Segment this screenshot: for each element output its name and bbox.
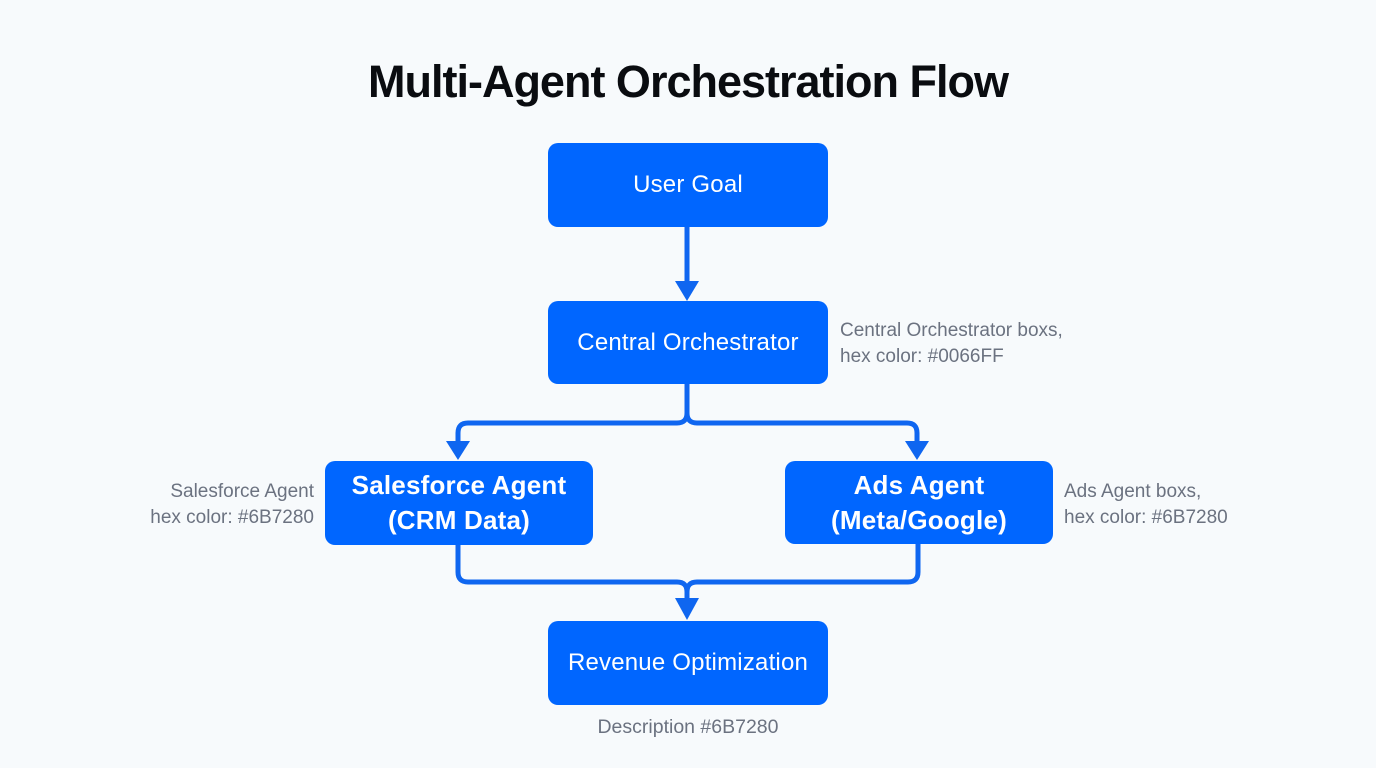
node-salesforce-agent-label-line1: Salesforce Agent [351, 470, 567, 500]
salesforce-agent-annotation-line1: Salesforce Agent [170, 481, 314, 502]
central-orchestrator-annotation-line2: hex color: #0066FF [840, 346, 1004, 367]
salesforce-agent-annotation: Salesforce Agent hex color: #6B7280 [150, 479, 314, 531]
merge-right-connector-line [684, 544, 921, 600]
central-orchestrator-annotation-line1: Central Orchestrator boxs, [840, 320, 1063, 341]
node-ads-agent-label-line2: (Meta/Google) [831, 504, 1007, 535]
ads-agent-annotation-line1: Ads Agent boxs, [1064, 481, 1202, 502]
merge-left-connector-line [455, 545, 690, 600]
arrow-down-icon [905, 441, 929, 460]
node-user-goal-label: User Goal [633, 171, 743, 198]
branch-left-connector-line [455, 384, 690, 443]
node-revenue-optimization: Revenue Optimization [548, 621, 828, 705]
central-orchestrator-annotation: Central Orchestrator boxs, hex color: #0… [840, 318, 1063, 370]
description-annotation-label: Description #6B7280 [597, 716, 779, 738]
node-revenue-optimization-label: Revenue Optimization [567, 649, 809, 676]
node-ads-agent: Ads Agent (Meta/Google) [785, 461, 1053, 544]
diagram-title: Multi-Agent Orchestration Flow [368, 56, 1009, 107]
node-ads-agent-label-line1: Ads Agent [853, 469, 985, 500]
ads-agent-annotation-line2: hex color: #6B7280 [1064, 507, 1228, 528]
arrow-down-icon [446, 441, 470, 460]
node-central-orchestrator-label: Central Orchestrator [577, 328, 799, 356]
description-annotation: Description #6B7280 [548, 714, 828, 740]
node-user-goal: User Goal [548, 143, 828, 227]
ads-agent-annotation: Ads Agent boxs, hex color: #6B7280 [1064, 479, 1228, 531]
arrow-down-icon [675, 281, 699, 301]
salesforce-agent-annotation-line2: hex color: #6B7280 [150, 507, 314, 528]
node-central-orchestrator: Central Orchestrator [548, 301, 828, 384]
branch-right-connector-line [684, 384, 920, 443]
node-salesforce-agent-label-line2: (CRM Data) [387, 505, 531, 535]
node-salesforce-agent: Salesforce Agent (CRM Data) [325, 461, 593, 545]
arrow-down-icon [675, 598, 699, 620]
